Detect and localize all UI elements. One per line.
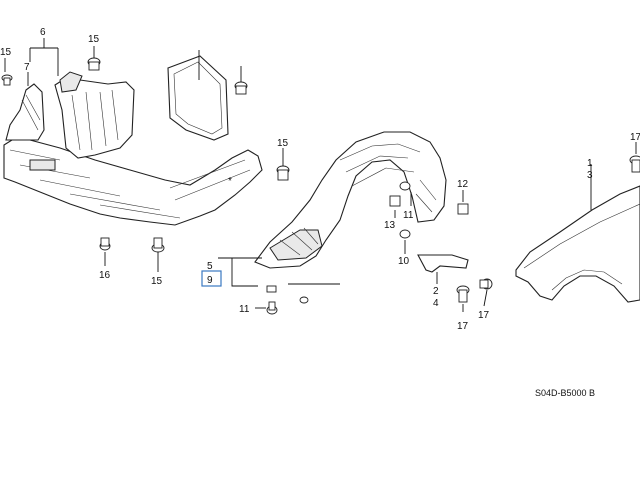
label-12: 12	[457, 179, 469, 190]
splash-bracket-part	[54, 71, 135, 159]
clip-17b	[479, 278, 493, 290]
bracket-part	[417, 254, 469, 273]
clip-11b	[399, 181, 411, 191]
label-3: 3	[587, 170, 593, 181]
clip-15b	[87, 57, 101, 71]
clip-top-center	[234, 81, 248, 95]
label-15a: 15	[0, 47, 12, 58]
label-2: 2	[433, 286, 439, 297]
label-16: 16	[99, 270, 111, 281]
label-6: 6	[40, 27, 46, 38]
clip-17c	[629, 155, 640, 173]
label-17b: 17	[478, 310, 490, 321]
label-15d: 15	[151, 276, 163, 287]
clip-16	[99, 237, 111, 251]
label-15b: 15	[88, 34, 100, 45]
leader-lines	[4, 38, 637, 312]
fender-part	[515, 185, 640, 303]
screw-center	[299, 296, 309, 304]
diagram-code: S04D-B5000 B	[535, 388, 595, 398]
clip-15c	[276, 165, 290, 181]
label-11a: 11	[239, 304, 250, 315]
under-cover-part	[3, 83, 263, 226]
nut-11a	[266, 285, 277, 293]
clip-17a	[456, 285, 470, 303]
gasket-panel-part	[167, 55, 229, 141]
clip-11a	[266, 301, 278, 315]
label-17c: 17	[630, 132, 640, 143]
label-10: 10	[398, 256, 410, 267]
nut-12	[457, 203, 469, 215]
label-1: 1	[587, 158, 593, 169]
clip-15d	[151, 237, 165, 253]
clip-15a	[1, 74, 13, 86]
clip-13	[389, 195, 401, 207]
part-labels: 15 6 7 15 15 16 15 5 9 11 13 11 12 10 2 …	[0, 27, 640, 332]
label-11b: 11	[403, 210, 414, 221]
fasteners	[1, 57, 640, 315]
inner-fender-part	[254, 131, 447, 269]
label-9: 9	[207, 275, 213, 286]
label-15c: 15	[277, 138, 289, 149]
label-13: 13	[384, 220, 396, 231]
label-4: 4	[433, 298, 439, 309]
clip-10	[399, 229, 411, 239]
label-5: 5	[207, 261, 213, 272]
label-7: 7	[24, 62, 30, 73]
label-9-highlight	[201, 270, 222, 287]
label-17a: 17	[457, 321, 469, 332]
label-star: *	[228, 176, 232, 187]
